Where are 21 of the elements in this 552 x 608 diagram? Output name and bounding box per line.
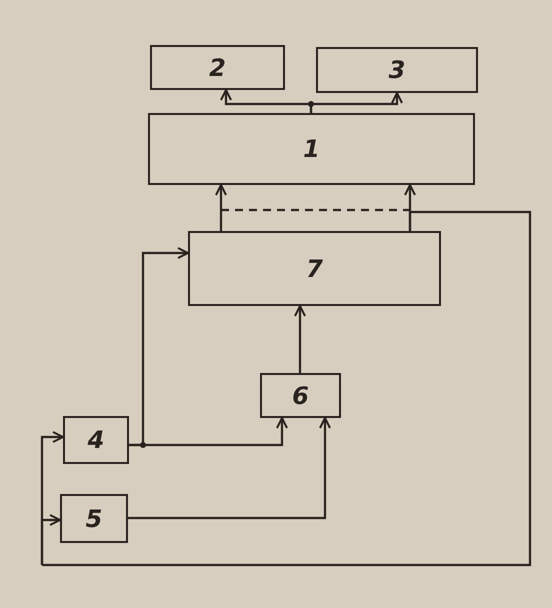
block-number: 1 <box>303 135 320 163</box>
arrow <box>40 514 61 565</box>
block-box <box>188 231 441 306</box>
block-box <box>148 113 475 185</box>
connector-line <box>42 210 532 566</box>
block-number: 7 <box>306 254 323 282</box>
block-number: 5 <box>86 504 102 532</box>
block-number: 6 <box>292 382 309 410</box>
block-number: 3 <box>388 56 406 84</box>
block-box <box>316 47 478 93</box>
block-box <box>260 373 341 418</box>
arrow <box>129 417 288 446</box>
block-number: 4 <box>88 426 104 454</box>
block-box <box>63 416 129 464</box>
block-box <box>60 494 128 543</box>
arrow <box>215 184 227 231</box>
block-box <box>150 45 285 90</box>
arrow <box>294 305 306 373</box>
arrow <box>310 92 403 113</box>
block-number: 2 <box>209 54 226 82</box>
arrow <box>128 417 331 520</box>
